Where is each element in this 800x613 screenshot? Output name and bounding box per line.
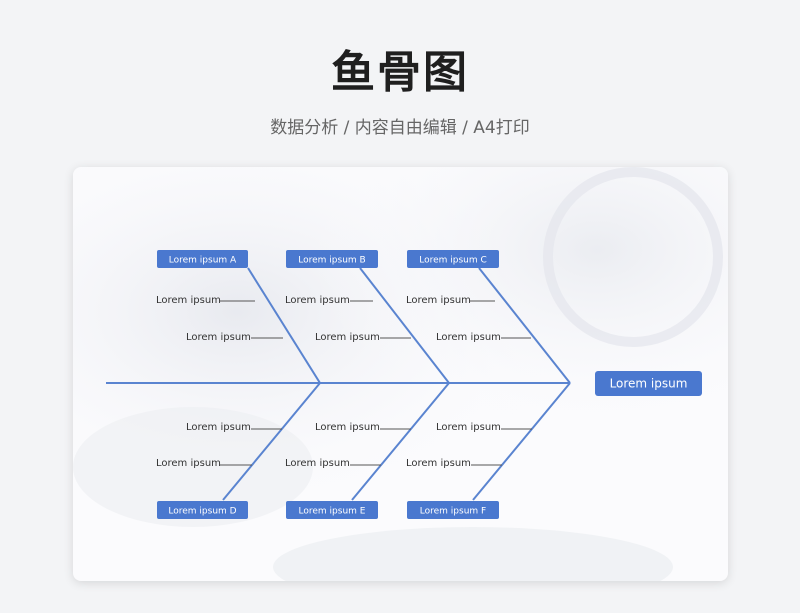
category-label-d: Lorem ipsum D [168, 507, 236, 517]
cause-label-c2: Lorem ipsum [436, 332, 501, 343]
page-subtitle: 数据分析 / 内容自由编辑 / A4打印 [270, 118, 530, 138]
bone-d [222, 382, 321, 501]
category-box-b: Lorem ipsum B [286, 250, 378, 268]
category-box-a: Lorem ipsum A [157, 250, 248, 268]
category-box-c: Lorem ipsum C [407, 250, 499, 268]
fishbone-diagram: Lorem ipsum A Lorem ipsum B Lorem ipsum … [106, 250, 702, 519]
page-title: 鱼骨图 [331, 47, 469, 98]
bone-a [247, 267, 321, 384]
category-label-f: Lorem ipsum F [420, 507, 486, 517]
category-label-c: Lorem ipsum C [419, 256, 487, 266]
diagram-card: Lorem ipsum A Lorem ipsum B Lorem ipsum … [73, 167, 728, 581]
cause-label-b2: Lorem ipsum [315, 332, 380, 343]
category-label-e: Lorem ipsum E [299, 507, 366, 517]
cause-label-f2: Lorem ipsum [406, 458, 471, 469]
bone-e [351, 382, 450, 501]
cause-label-f1: Lorem ipsum [436, 422, 501, 433]
category-label-a: Lorem ipsum A [169, 256, 237, 266]
bone-f [472, 382, 571, 501]
category-box-e: Lorem ipsum E [286, 501, 378, 519]
category-box-f: Lorem ipsum F [407, 501, 499, 519]
cause-label-b1: Lorem ipsum [285, 295, 350, 306]
category-label-b: Lorem ipsum B [298, 256, 365, 266]
cause-label-e2: Lorem ipsum [285, 458, 350, 469]
cause-label-a1: Lorem ipsum [156, 295, 221, 306]
head-box: Lorem ipsum [595, 371, 702, 396]
bone-c [478, 267, 571, 384]
head-label: Lorem ipsum [610, 377, 688, 391]
cause-label-e1: Lorem ipsum [315, 422, 380, 433]
cause-label-d1: Lorem ipsum [186, 422, 251, 433]
cause-label-a2: Lorem ipsum [186, 332, 251, 343]
cause-label-d2: Lorem ipsum [156, 458, 221, 469]
category-box-d: Lorem ipsum D [157, 501, 248, 519]
bone-b [359, 267, 450, 384]
cause-label-c1: Lorem ipsum [406, 295, 471, 306]
